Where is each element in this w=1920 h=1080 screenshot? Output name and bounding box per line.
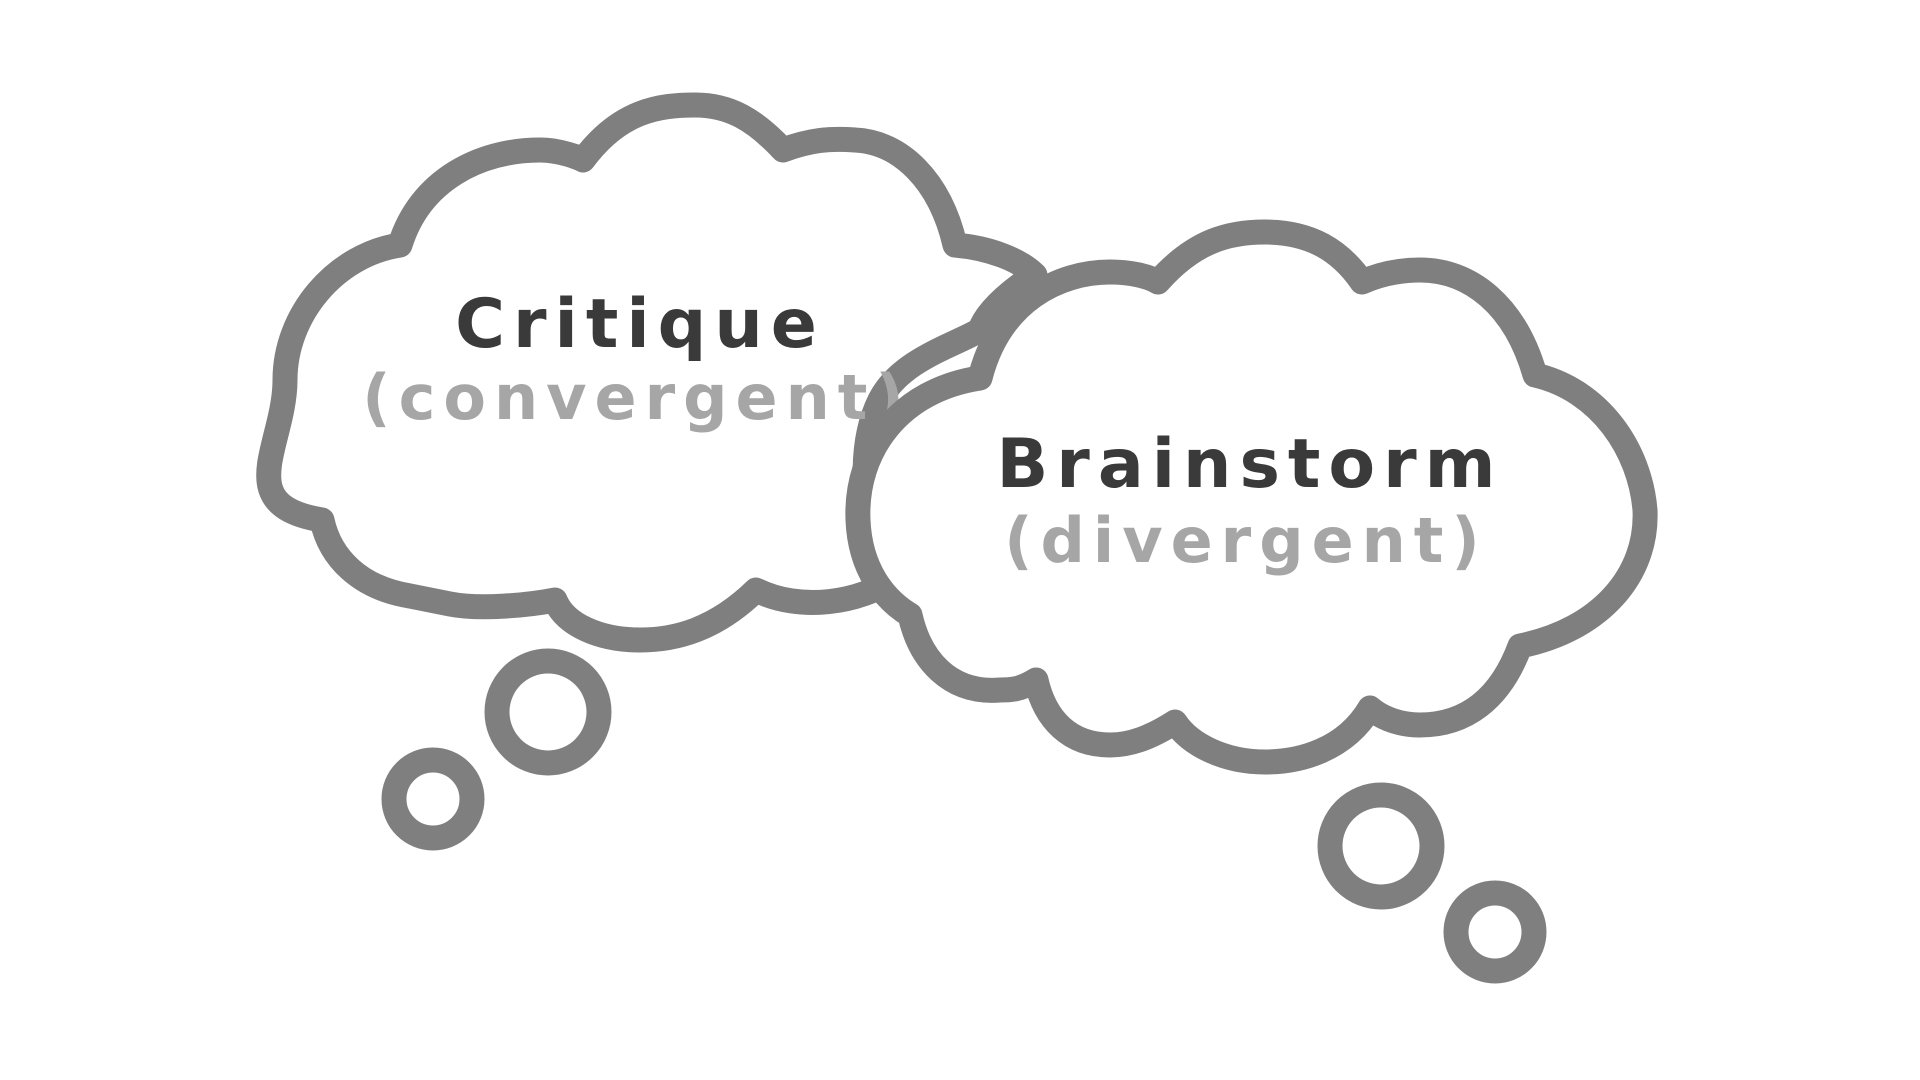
- critique-bubble-small: [381, 747, 485, 851]
- critique-cloud: Critique (convergent): [256, 92, 1048, 653]
- critique-bubble-large: [484, 648, 612, 776]
- brainstorm-subtitle: (divergent): [1004, 504, 1488, 577]
- brainstorm-thought-bubbles: [1317, 782, 1547, 984]
- critique-subtitle: (convergent): [362, 361, 911, 434]
- critique-title: Critique: [455, 285, 825, 364]
- brainstorm-bubble-small: [1443, 880, 1547, 984]
- brainstorm-bubble-large: [1317, 782, 1445, 910]
- brainstorm-title: Brainstorm: [996, 425, 1503, 504]
- brainstorm-cloud-outline: [845, 219, 1658, 775]
- brainstorm-cloud: Brainstorm (divergent): [845, 219, 1658, 775]
- critique-thought-bubbles: [381, 648, 612, 851]
- critique-cloud-outline: [256, 92, 1048, 653]
